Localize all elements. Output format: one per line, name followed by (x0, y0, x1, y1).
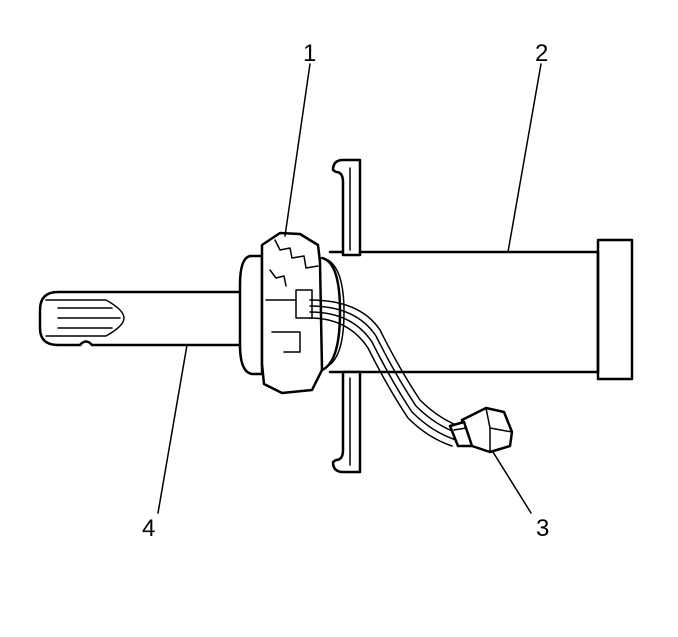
mounting-bracket-upper (331, 158, 362, 257)
leader-4 (157, 344, 188, 514)
leader-1 (284, 63, 311, 237)
callout-label-2: 2 (535, 40, 548, 67)
callout-leaders (157, 63, 542, 514)
wire-harness (309, 299, 465, 447)
leader-2 (507, 63, 542, 253)
callout-label-3: 3 (536, 515, 549, 542)
clockspring-ring (238, 231, 345, 395)
leader-3 (492, 451, 532, 514)
callout-label-4: 4 (142, 515, 155, 542)
callout-label-1: 1 (303, 40, 316, 67)
mounting-bracket-lower (331, 370, 362, 474)
steering-column-housing (328, 238, 634, 381)
electrical-connector (448, 406, 514, 454)
steering-shaft (38, 290, 252, 347)
